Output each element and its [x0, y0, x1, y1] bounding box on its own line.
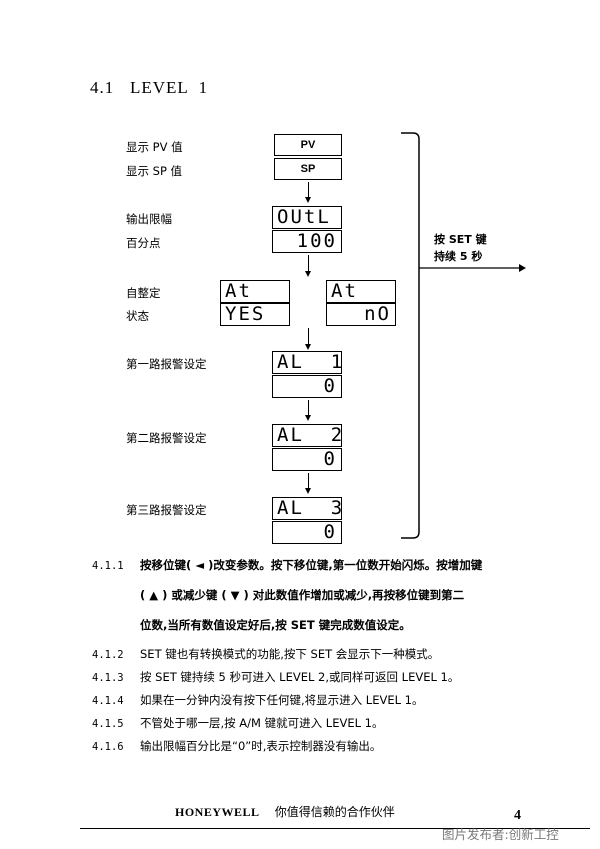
al1-display-bottom: 0: [272, 375, 342, 398]
paragraph-text: 按移位键( ◄ )改变参数。按下移位键,第一位数开始闪烁。按增加键: [140, 558, 483, 572]
paragraph-4-1-5: 4.1.5 不管处于哪一层,按 A/M 键就可进入 LEVEL 1。: [92, 715, 383, 731]
footer-brand: HONEYWELL: [175, 805, 260, 819]
flow-arrow: [305, 182, 311, 203]
paragraph-text: 如果在一分钟内没有按下任何键,将显示进入 LEVEL 1。: [140, 693, 424, 707]
at-no-display-bottom: nO: [326, 303, 396, 326]
flow-arrow: [305, 255, 311, 277]
paragraph-number: 4.1.2: [92, 649, 124, 661]
paragraph-number: 4.1.6: [92, 741, 124, 753]
paragraph-number: 4.1.1: [92, 560, 124, 572]
page-number: 4: [514, 808, 521, 823]
label-alarm-2: 第二路报警设定: [126, 431, 207, 445]
watermark: 图片发布者:创新工控: [442, 827, 559, 842]
label-alarm-3: 第三路报警设定: [126, 503, 207, 517]
outl-display-bottom: 100: [272, 230, 342, 253]
paragraph-text: 按 SET 键持续 5 秒可进入 LEVEL 2,或同样可返回 LEVEL 1。: [140, 670, 460, 684]
flow-arrow: [305, 473, 311, 494]
paragraph-number: 4.1.5: [92, 718, 124, 730]
paragraph-4-1-2: 4.1.2 SET 键也有转换模式的功能,按下 SET 会显示下一种模式。: [92, 646, 439, 662]
set-bracket: [401, 132, 526, 539]
footer-slogan: 你值得信赖的合作伙伴: [274, 805, 395, 819]
side-note-line2: 持续 5 秒: [434, 250, 483, 263]
paragraph-text: SET 键也有转换模式的功能,按下 SET 会显示下一种模式。: [140, 647, 440, 661]
outl-display-top: OUtL: [272, 206, 342, 229]
label-alarm-1: 第一路报警设定: [126, 357, 207, 371]
label-output-limit: 输出限幅: [126, 212, 172, 226]
flow-arrow: [305, 328, 311, 350]
sp-display: SP: [274, 158, 342, 180]
al2-display-bottom: 0: [272, 448, 342, 471]
side-note-line1: 按 SET 键: [434, 233, 487, 246]
label-autotune: 自整定: [126, 286, 161, 300]
section-heading: 4.1 LEVEL 1: [90, 78, 209, 97]
at-yes-display-top: At: [220, 280, 290, 303]
paragraph-4-1-1-cont2: 位数,当所有数值设定好后,按 SET 键完成数值设定。: [140, 618, 411, 632]
al1-display-top: AL 1: [272, 351, 342, 374]
al3-display-top: AL 3: [272, 497, 342, 520]
footer-text: HONEYWELL 你值得信赖的合作伙伴: [175, 803, 395, 820]
label-percent: 百分点: [126, 236, 161, 250]
paragraph-4-1-1: 4.1.1 按移位键( ◄ )改变参数。按下移位键,第一位数开始闪烁。按增加键: [92, 557, 482, 573]
paragraph-4-1-1-cont1: ( ▲ ) 或减少键 ( ▼ ) 对此数值作增加或减少,再按移位键到第二: [140, 588, 465, 602]
paragraph-text: 不管处于哪一层,按 A/M 键就可进入 LEVEL 1。: [140, 716, 384, 730]
at-yes-display-bottom: YES: [220, 303, 290, 326]
paragraph-4-1-6: 4.1.6 输出限幅百分比是“0”时,表示控制器没有输出。: [92, 738, 381, 754]
paragraph-4-1-4: 4.1.4 如果在一分钟内没有按下任何键,将显示进入 LEVEL 1。: [92, 692, 424, 708]
paragraph-text: 输出限幅百分比是“0”时,表示控制器没有输出。: [140, 739, 382, 753]
footer-rule: [80, 828, 590, 829]
label-pv: 显示 PV 值: [126, 140, 183, 154]
paragraph-4-1-3: 4.1.3 按 SET 键持续 5 秒可进入 LEVEL 2,或同样可返回 LEV…: [92, 669, 459, 685]
label-state: 状态: [126, 309, 149, 323]
al2-display-top: AL 2: [272, 424, 342, 447]
paragraph-number: 4.1.3: [92, 672, 124, 684]
at-no-display-top: At: [326, 280, 396, 303]
paragraph-number: 4.1.4: [92, 695, 124, 707]
label-sp: 显示 SP 值: [126, 164, 183, 178]
al3-display-bottom: 0: [272, 521, 342, 544]
pv-display: PV: [274, 134, 342, 156]
flow-arrow: [305, 400, 311, 421]
